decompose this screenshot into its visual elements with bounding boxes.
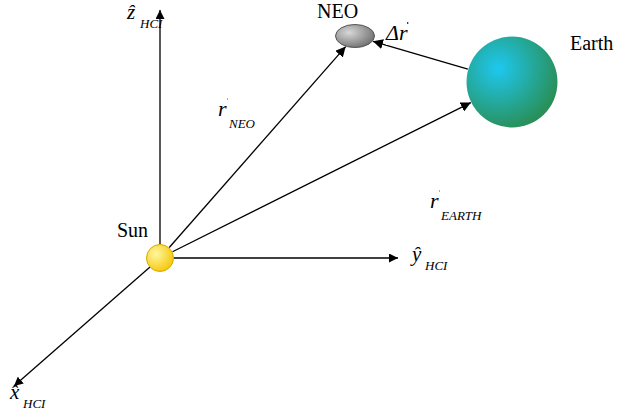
axis-subscript: HCI <box>425 259 447 274</box>
vector-label: Δr <box>386 20 407 45</box>
x-axis <box>14 267 150 386</box>
earth-circle-shape <box>466 36 558 128</box>
axis-subscript: HCI <box>23 397 45 412</box>
earth-circle: Earth <box>466 36 558 128</box>
vector-label: r <box>218 96 227 121</box>
node-label: Sun <box>117 219 148 242</box>
vector-subscript: EARTH <box>441 209 481 224</box>
axis-label: x̂ <box>10 380 19 404</box>
sun-circle-shape <box>146 244 174 272</box>
neo-ellipse-shape <box>335 24 375 48</box>
neo-ellipse: NEO <box>335 24 375 48</box>
axis-label: ẑ <box>127 0 135 24</box>
vector-subscript: NEO <box>229 117 255 132</box>
sun-circle: Sun <box>146 244 174 272</box>
axis-label: ŷ <box>412 242 421 266</box>
axis-subscript: HCI <box>140 17 162 32</box>
vector-label: r <box>430 188 439 213</box>
z-axis <box>159 10 160 244</box>
position-vector <box>173 103 471 252</box>
position-vector <box>169 47 345 248</box>
position-vector <box>373 41 468 69</box>
y-axis <box>174 257 398 258</box>
node-label: Earth <box>570 32 613 55</box>
node-label: NEO <box>317 0 358 23</box>
